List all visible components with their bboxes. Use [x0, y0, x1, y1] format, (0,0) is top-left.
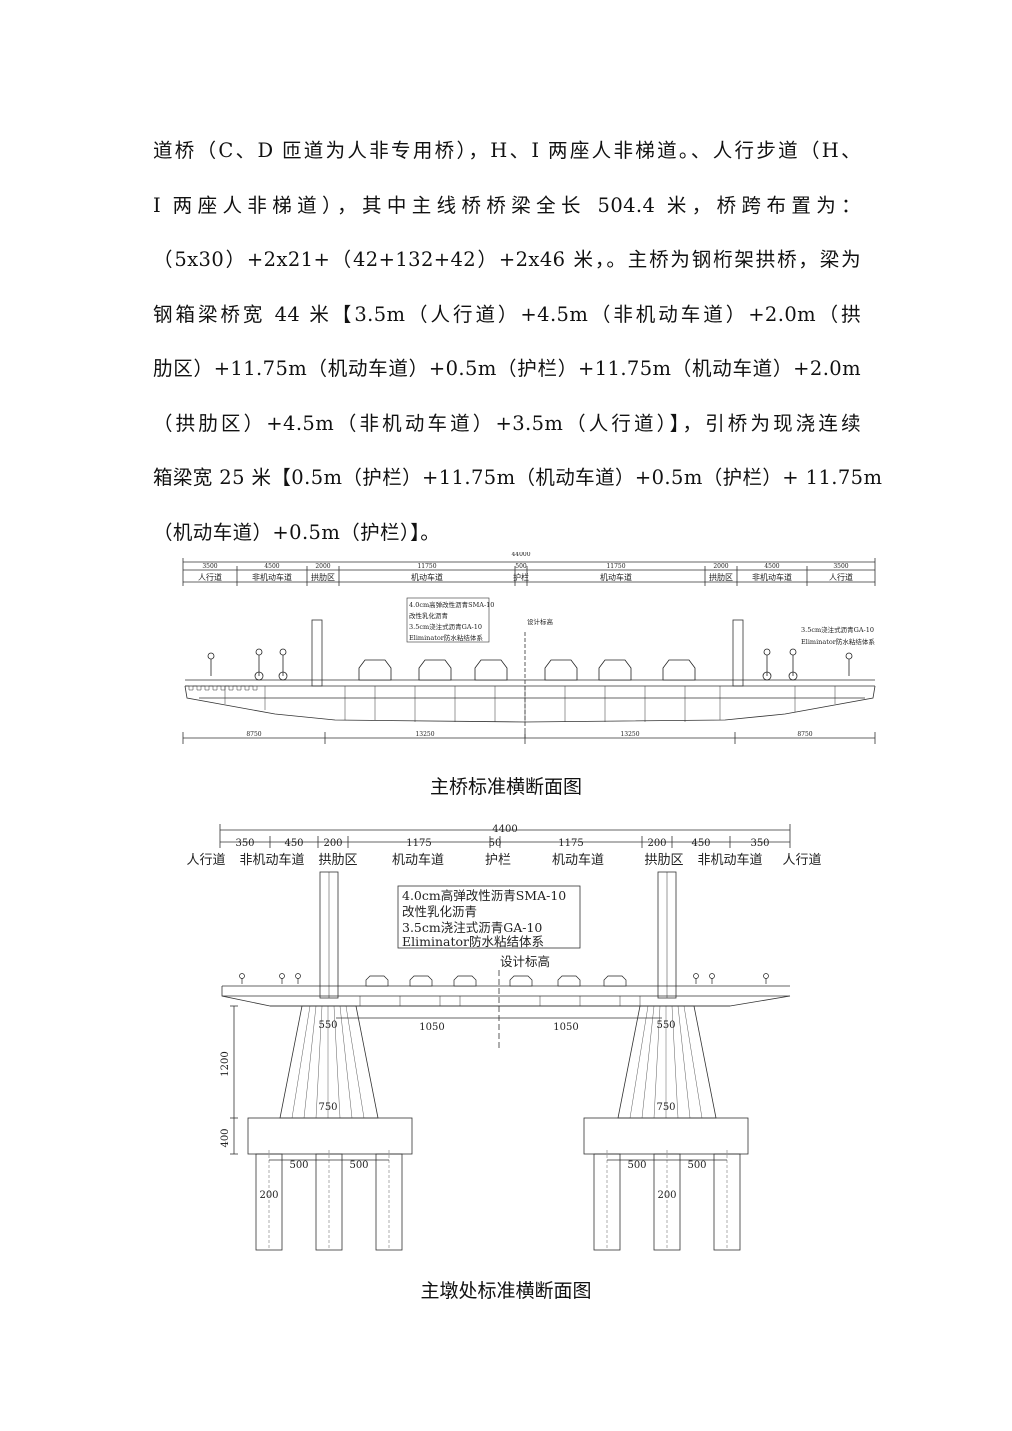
fig1-dim: 11750 — [417, 563, 436, 570]
fig1-zone-label: 护栏 — [513, 572, 529, 582]
fig1-dim: 4500 — [264, 563, 279, 570]
fig2-pile-spacing: 500 — [349, 1160, 368, 1171]
fig2-pier-bottom: 750 — [318, 1102, 337, 1113]
fig1-zone-label: 非机动车道 — [252, 572, 292, 582]
fig2-pier-bottom: 750 — [656, 1102, 675, 1113]
fig2-note: 3.5cm浇注式沥青GA-10 — [402, 920, 542, 935]
fig1-zone-label: 拱肋区 — [709, 572, 733, 582]
fig1-total-width: 44000 — [511, 552, 530, 558]
figure1-caption: 主桥标准横断面图 — [429, 776, 582, 798]
fig2-pile-dia: 200 — [259, 1190, 278, 1201]
fig1-zone-label: 人行道 — [829, 572, 853, 582]
fig2-pier-top: 550 — [656, 1020, 675, 1031]
fig2-dim: 1175 — [558, 838, 583, 849]
fig1-design-level: 设计标高 — [527, 617, 554, 626]
fig1-bottom-dim: 8750 — [797, 731, 812, 738]
fig2-pile-dia: 200 — [657, 1190, 676, 1201]
fig2-pile-spacing: 500 — [627, 1160, 646, 1171]
fig2-half-span: 1050 — [553, 1022, 578, 1033]
paragraph-line: 箱梁宽 25 米【0.5m（护栏）+11.75m（机动车道）+0.5m（护栏）+… — [153, 466, 883, 489]
paragraph-line: 肋区）+11.75m（机动车道）+0.5m（护栏）+11.75m（机动车道）+2… — [153, 357, 861, 380]
fig1-note: 4.0cm高弹改性沥青SMA-10 — [409, 600, 494, 609]
fig2-zone-label: 护栏 — [485, 853, 511, 868]
figure-main-pier-section: 4400 350 450 200 1175 50 1175 200 450 35… — [170, 820, 840, 1260]
fig2-dim: 200 — [647, 838, 666, 849]
paragraph-line: （拱肋区）+4.5m（非机动车道）+3.5m（人行道）】，引桥为现浇连续 — [153, 411, 861, 435]
fig1-zone-label: 机动车道 — [411, 572, 443, 582]
fig1-note: Eliminator防水粘结体系 — [409, 633, 483, 642]
fig2-cap-height: 400 — [220, 1128, 231, 1147]
fig2-dim: 350 — [750, 838, 769, 849]
fig1-dim: 2000 — [713, 563, 728, 570]
fig1-right-note: 3.5cm浇注式沥青GA-10 — [801, 625, 874, 634]
fig1-zone-label: 机动车道 — [600, 572, 632, 582]
figure2-caption: 主墩处标准横断面图 — [420, 1280, 592, 1302]
fig1-note: 改性乳化沥青 — [409, 611, 449, 620]
fig1-dim: 4500 — [764, 563, 779, 570]
fig2-pile-spacing: 500 — [687, 1160, 706, 1171]
fig1-zone-label: 非机动车道 — [752, 572, 792, 582]
fig1-note: 3.5cm浇注式沥青GA-10 — [409, 622, 482, 631]
fig2-zone-label: 人行道 — [186, 853, 225, 868]
fig2-zone-label: 拱肋区 — [644, 853, 683, 868]
fig2-zone-label: 人行道 — [782, 853, 821, 868]
fig1-bottom-dim: 8750 — [246, 731, 261, 738]
paragraph-line: I 两座人非梯道），其中主线桥桥梁全长 504.4 米，桥跨布置为： — [153, 193, 861, 217]
figure-main-bridge-section: 44000 3500 4500 2000 11750 500 11750 200… — [175, 552, 885, 752]
fig1-zone-label: 人行道 — [198, 572, 222, 582]
fig2-half-span: 1050 — [419, 1022, 444, 1033]
fig1-bottom-dim: 13250 — [415, 731, 434, 738]
fig1-right-note: Eliminator防水粘结体系 — [801, 637, 875, 646]
paragraph-line: 道桥（C、D 匝道为人非专用桥），H、I 两座人非梯道。、人行步道（H、 — [153, 139, 861, 162]
fig1-dim: 3500 — [833, 563, 848, 570]
fig2-zone-label: 非机动车道 — [697, 852, 762, 868]
fig2-zone-label: 机动车道 — [392, 852, 444, 868]
paragraph-line: （机动车道）+0.5m（护栏）】。 — [153, 520, 441, 544]
fig2-zone-label: 非机动车道 — [239, 852, 304, 868]
paragraph-line: （5x30）+2x21+（42+132+42）+2x46 米，。主桥为钢桁架拱桥… — [153, 248, 861, 271]
fig2-dim: 1175 — [406, 838, 431, 849]
body-paragraph: 道桥（C、D 匝道为人非专用桥），H、I 两座人非梯道。、人行步道（H、 I 两… — [153, 124, 883, 560]
fig2-pier-height: 1200 — [220, 1051, 231, 1076]
fig1-dim: 2000 — [315, 563, 330, 570]
fig1-dim: 3500 — [202, 563, 217, 570]
fig2-note: 4.0cm高弹改性沥青SMA-10 — [402, 888, 566, 903]
fig2-pier-top: 550 — [318, 1020, 337, 1031]
fig2-note: 改性乳化沥青 — [402, 904, 477, 919]
paragraph-line: 钢箱梁桥宽 44 米【3.5m（人行道）+4.5m（非机动车道）+2.0m（拱 — [153, 302, 861, 326]
fig1-dim: 500 — [515, 563, 527, 570]
fig2-note: Eliminator防水粘结体系 — [402, 934, 544, 949]
fig1-dim: 11750 — [606, 563, 625, 570]
fig2-pile-spacing: 500 — [289, 1160, 308, 1171]
fig2-dim: 50 — [489, 838, 502, 849]
fig2-zone-label: 机动车道 — [552, 852, 604, 868]
fig2-dim: 200 — [323, 838, 342, 849]
fig2-dim: 450 — [284, 838, 303, 849]
fig2-zone-label: 拱肋区 — [318, 853, 357, 868]
fig2-dim: 450 — [691, 838, 710, 849]
fig1-bottom-dim: 13250 — [620, 731, 639, 738]
fig2-dim: 350 — [235, 838, 254, 849]
fig1-zone-label: 拱肋区 — [311, 572, 335, 582]
fig2-design-level: 设计标高 — [500, 954, 550, 969]
fig2-total-width: 4400 — [492, 824, 517, 835]
